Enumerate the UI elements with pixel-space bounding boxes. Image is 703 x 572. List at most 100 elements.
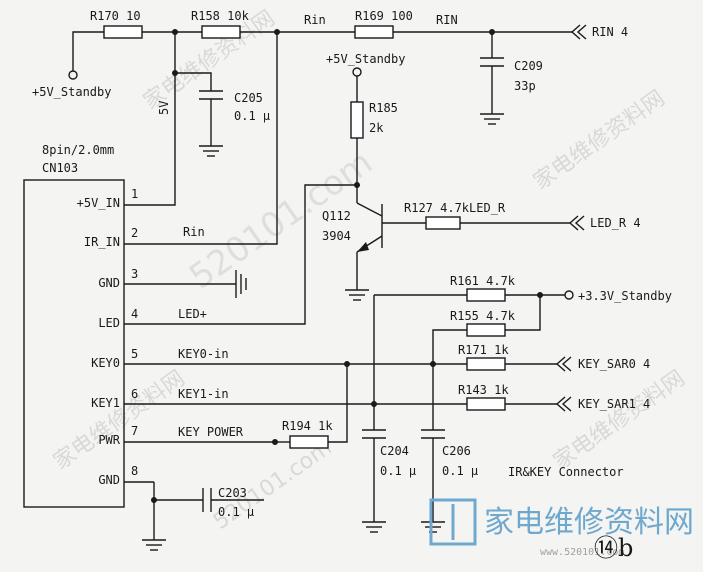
key-filter-caps: C204 0.1 µ C206 0.1 µ IR&KEY Connector	[362, 429, 624, 533]
port-arrow	[568, 215, 579, 231]
capacitor-value: 0.1 µ	[442, 464, 478, 478]
capacitor-label: C209	[514, 59, 543, 73]
junction	[430, 361, 436, 367]
resistor-r170	[103, 25, 143, 39]
pin-number: 3	[131, 267, 138, 281]
resistor-label: R155 4.7k	[450, 309, 516, 323]
standby-terminal	[68, 70, 78, 80]
net-label: KEY1-in	[178, 387, 229, 401]
capacitor-value: 33p	[514, 79, 536, 93]
pin-number: 7	[131, 424, 138, 438]
resistor-label: R194 1k	[282, 419, 333, 433]
port-arrow	[561, 356, 572, 372]
resistor-label: R143 1k	[458, 383, 509, 397]
resistor-r169	[354, 25, 394, 39]
pin-name: IR_IN	[84, 235, 120, 249]
capacitor-label: C206	[442, 444, 471, 458]
port-arrow	[561, 396, 572, 412]
connector-ref: CN103	[42, 161, 78, 175]
port-arrow	[574, 215, 585, 231]
watermark-text: 家电维修资料网	[529, 86, 670, 195]
wire	[328, 364, 348, 443]
resistor-label: R185	[369, 101, 398, 115]
wire	[432, 329, 467, 430]
wire	[124, 32, 176, 206]
pin8-ground: C203 0.1 µ	[124, 481, 264, 551]
net-label: +5V_Standby	[32, 85, 111, 99]
wire	[505, 295, 541, 331]
port-arrow	[576, 24, 587, 40]
net-label: KEY POWER	[178, 425, 244, 439]
logo-text: 家电维修资料网	[484, 505, 694, 540]
pin-number: 4	[131, 307, 138, 321]
power-key-net: KEY POWER R194 1k	[124, 364, 348, 449]
port-arrow	[555, 396, 566, 412]
capacitor-label: C205	[234, 91, 263, 105]
rin-filter-circuit: +5V_Standby R170 10 R158 10k Rin R169 10…	[32, 9, 628, 125]
net-label: LED+	[178, 307, 207, 321]
net-label: RIN	[436, 13, 458, 27]
resistor-label: R161 4.7k	[450, 274, 516, 288]
capacitor-value: 0.1 µ	[380, 464, 416, 478]
pin-name: KEY0	[91, 356, 120, 370]
resistor-r155	[466, 323, 506, 337]
net-label: KEY0-in	[178, 347, 229, 361]
logo-url: www.520101.com	[540, 547, 624, 558]
wire	[124, 32, 278, 245]
pin-number: 6	[131, 387, 138, 401]
resistor-r194	[289, 435, 329, 449]
pin-name: PWR	[98, 433, 120, 447]
pin3-ground	[124, 270, 247, 298]
watermark-layer: 家电维修资料网 520101.com 家电维修资料网 家电维修资料网 家电维修资…	[49, 6, 690, 535]
capacitor-label: C204	[380, 444, 409, 458]
transistor-q112-collector	[356, 202, 383, 217]
net-label: +5V_Standby	[326, 52, 405, 66]
resistor-label: R158 10k	[191, 9, 250, 23]
pin-name: GND	[98, 276, 120, 290]
capacitor-value: 0.1 µ	[218, 505, 254, 519]
resistor-label: R169 100	[355, 9, 413, 23]
pin-number: 5	[131, 347, 138, 361]
port-label-key-sar0: KEY_SAR0 4	[578, 357, 650, 371]
pin-number: 2	[131, 226, 138, 240]
pin-name: +5V_IN	[77, 196, 120, 210]
port-arrow	[570, 24, 581, 40]
resistor-r185	[350, 101, 364, 139]
standby-terminal	[352, 67, 362, 77]
resistor-label: R170 10	[90, 9, 141, 23]
port-label-rin: RIN 4	[592, 25, 628, 39]
net-label: +3.3V_Standby	[578, 289, 672, 303]
site-logo: 家电维修资料网 www.520101.com	[429, 498, 694, 558]
connector-cn103: 8pin/2.0mm CN103 +5V_IN IR_IN GND LED KE…	[23, 143, 138, 508]
resistor-r171	[466, 357, 506, 371]
net-label: Rin	[304, 13, 326, 27]
connector-body	[23, 179, 125, 508]
resistor-label: R127 4.7kLED_R	[404, 201, 506, 215]
pin-number: 1	[131, 187, 138, 201]
pin-name: KEY1	[91, 396, 120, 410]
resistor-r143	[466, 397, 506, 411]
pin-number: 8	[131, 464, 138, 478]
page-badge: ⑭b	[594, 534, 633, 562]
transistor-q112-arrow	[357, 242, 369, 252]
port-label-led-r: LED_R 4	[590, 216, 641, 230]
junction	[371, 401, 377, 407]
wire	[124, 184, 357, 325]
watermark-text: 家电维修资料网	[549, 366, 690, 475]
logo-icon	[429, 498, 477, 546]
net-label: Rin	[183, 225, 205, 239]
connector-spec: 8pin/2.0mm	[42, 143, 114, 157]
wire	[72, 31, 104, 71]
capacitor-label: C203	[218, 486, 247, 500]
pin-name: LED	[98, 316, 120, 330]
key1-net: KEY1-in R143 1k KEY_SAR1 4	[124, 383, 650, 412]
resistor-value: 2k	[369, 121, 384, 135]
key0-net: KEY0-in R171 1k KEY_SAR0 4	[124, 343, 650, 372]
resistor-r158	[201, 25, 241, 39]
watermark-text: 家电维修资料网	[49, 366, 190, 475]
ir-input-net: Rin	[124, 32, 278, 245]
supply-terminal-3v3	[564, 290, 574, 300]
pin-name: GND	[98, 473, 120, 487]
